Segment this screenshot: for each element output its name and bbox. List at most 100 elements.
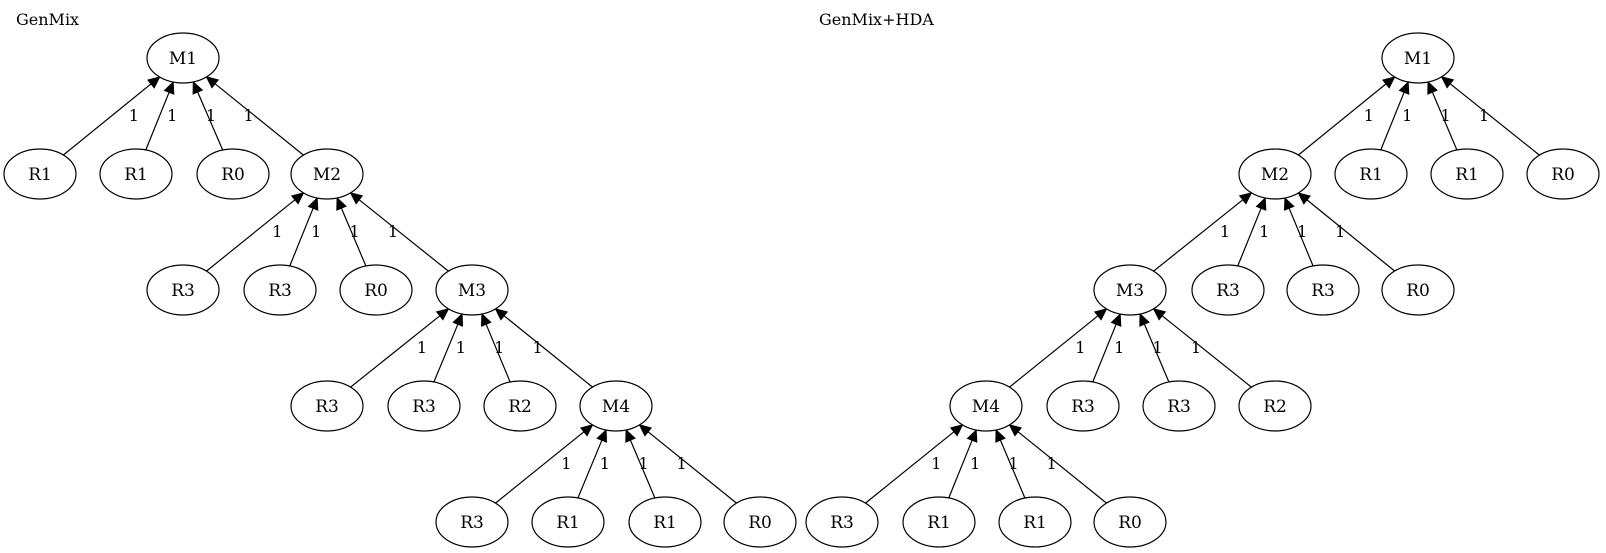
- node-ellipse: [1046, 380, 1120, 432]
- arrow-head: [349, 192, 364, 205]
- arrow-head: [596, 428, 608, 443]
- edge-weight-label: 1: [1335, 222, 1345, 241]
- node-label: R1: [1455, 165, 1479, 185]
- node-ellipse: [1334, 148, 1408, 200]
- arrow-head: [1238, 192, 1253, 205]
- edge-line: [999, 439, 1026, 499]
- reagent-node-r1: R1: [99, 148, 173, 200]
- arrow-head: [192, 80, 204, 95]
- edge-weight-label: 1: [1153, 338, 1163, 357]
- edge-line: [145, 92, 170, 151]
- arrow-head: [290, 192, 305, 205]
- edge-weight-label: 1: [167, 106, 177, 125]
- node-label: R1: [556, 513, 580, 533]
- node-ellipse: [998, 496, 1072, 548]
- edge-weight-label: 1: [1364, 106, 1374, 125]
- edge-weight-label: 1: [533, 338, 543, 357]
- node-label: R1: [1359, 165, 1383, 185]
- reagent-node-r1: R1: [531, 496, 605, 548]
- arrow-head: [147, 76, 161, 89]
- arrow-head: [336, 196, 347, 211]
- edge-line: [206, 199, 296, 272]
- node-label: R3: [1167, 397, 1191, 417]
- edge-line: [1288, 207, 1314, 267]
- edge-weight-label: 1: [1009, 454, 1019, 473]
- node-label: M3: [458, 281, 486, 301]
- node-label: M3: [1116, 281, 1144, 301]
- edge-r1c-to-m4: 1: [948, 428, 980, 499]
- node-label: R1: [1023, 513, 1047, 533]
- edge-line: [1153, 199, 1244, 272]
- arrow-head: [1008, 424, 1023, 437]
- node-ellipse: [1093, 496, 1167, 548]
- arrow-head: [625, 428, 636, 443]
- reagent-node-r3: R3: [243, 264, 317, 316]
- node-label: R3: [460, 513, 484, 533]
- edge-r2a-to-m3: 1: [480, 312, 511, 383]
- edge-r1c-to-m4: 1: [577, 428, 610, 499]
- node-ellipse: [243, 264, 317, 316]
- edge-weight-label: 1: [1402, 106, 1412, 125]
- edge-m3-to-m2: 1: [1153, 192, 1253, 272]
- edge-r0c-to-m4: 1: [638, 424, 737, 504]
- edge-m4-to-m3: 1: [1009, 308, 1108, 388]
- edge-line: [629, 439, 656, 499]
- arrow-head: [638, 424, 653, 437]
- reagent-node-r3: R3: [387, 380, 461, 432]
- edge-line: [289, 208, 314, 267]
- edge-r1d-to-m4: 1: [995, 428, 1026, 499]
- edge-r1b-to-m1: 1: [145, 80, 177, 151]
- edge-line: [433, 323, 459, 383]
- edge-weight-label: 1: [600, 454, 610, 473]
- node-ellipse: [1381, 264, 1455, 316]
- edge-weight-label: 1: [561, 454, 571, 473]
- edge-r1b-to-m1: 1: [1427, 80, 1458, 151]
- arrow-head: [1283, 196, 1295, 211]
- node-ellipse: [531, 496, 605, 548]
- arrow-head: [307, 196, 319, 211]
- node-label: M2: [313, 165, 341, 185]
- edge-line: [865, 431, 955, 504]
- node-label: R3: [268, 281, 292, 301]
- arrow-head: [1152, 308, 1167, 321]
- edge-line: [63, 83, 152, 156]
- reagent-node-r3: R3: [290, 380, 364, 432]
- node-label: R2: [508, 397, 532, 417]
- arrow-head: [1297, 192, 1311, 205]
- edge-weight-label: 1: [1297, 222, 1307, 241]
- node-label: M1: [169, 49, 197, 69]
- reagent-node-r3: R3: [1046, 380, 1120, 432]
- arrow-head: [1440, 76, 1455, 89]
- node-ellipse: [435, 496, 509, 548]
- arrow-head: [1255, 196, 1267, 211]
- node-label: R3: [1311, 281, 1335, 301]
- edge-r3a-to-m2: 1: [1237, 196, 1269, 267]
- reagent-node-r1: R1: [902, 496, 976, 548]
- node-ellipse: [1238, 380, 1312, 432]
- edge-weight-label: 1: [1220, 222, 1230, 241]
- edge-line: [214, 83, 304, 156]
- node-label: R1: [927, 513, 951, 533]
- edge-r0c-to-m4: 1: [1008, 424, 1107, 504]
- edge-weight-label: 1: [1114, 338, 1124, 357]
- reagent-node-r3: R3: [1191, 264, 1265, 316]
- mix-node-m3: M3: [1093, 264, 1167, 316]
- edge-m3-to-m2: 1: [349, 192, 449, 272]
- edge-r3a-to-m2: 1: [206, 192, 305, 272]
- edge-m4-to-m3: 1: [494, 308, 593, 388]
- arrow-head: [205, 76, 220, 89]
- edge-r3c-to-m3: 1: [350, 308, 450, 388]
- node-label: R0: [748, 513, 772, 533]
- arrow-head: [1398, 80, 1410, 95]
- edge-line: [1237, 208, 1262, 267]
- edge-weight-label: 1: [311, 222, 321, 241]
- node-label: R3: [412, 397, 436, 417]
- node-label: R3: [830, 513, 854, 533]
- reagent-node-r1: R1: [1430, 148, 1504, 200]
- arrow-head: [1382, 76, 1396, 89]
- edge-line: [503, 315, 593, 388]
- mix-node-m3: M3: [435, 264, 509, 316]
- reagent-node-r0: R0: [196, 148, 270, 200]
